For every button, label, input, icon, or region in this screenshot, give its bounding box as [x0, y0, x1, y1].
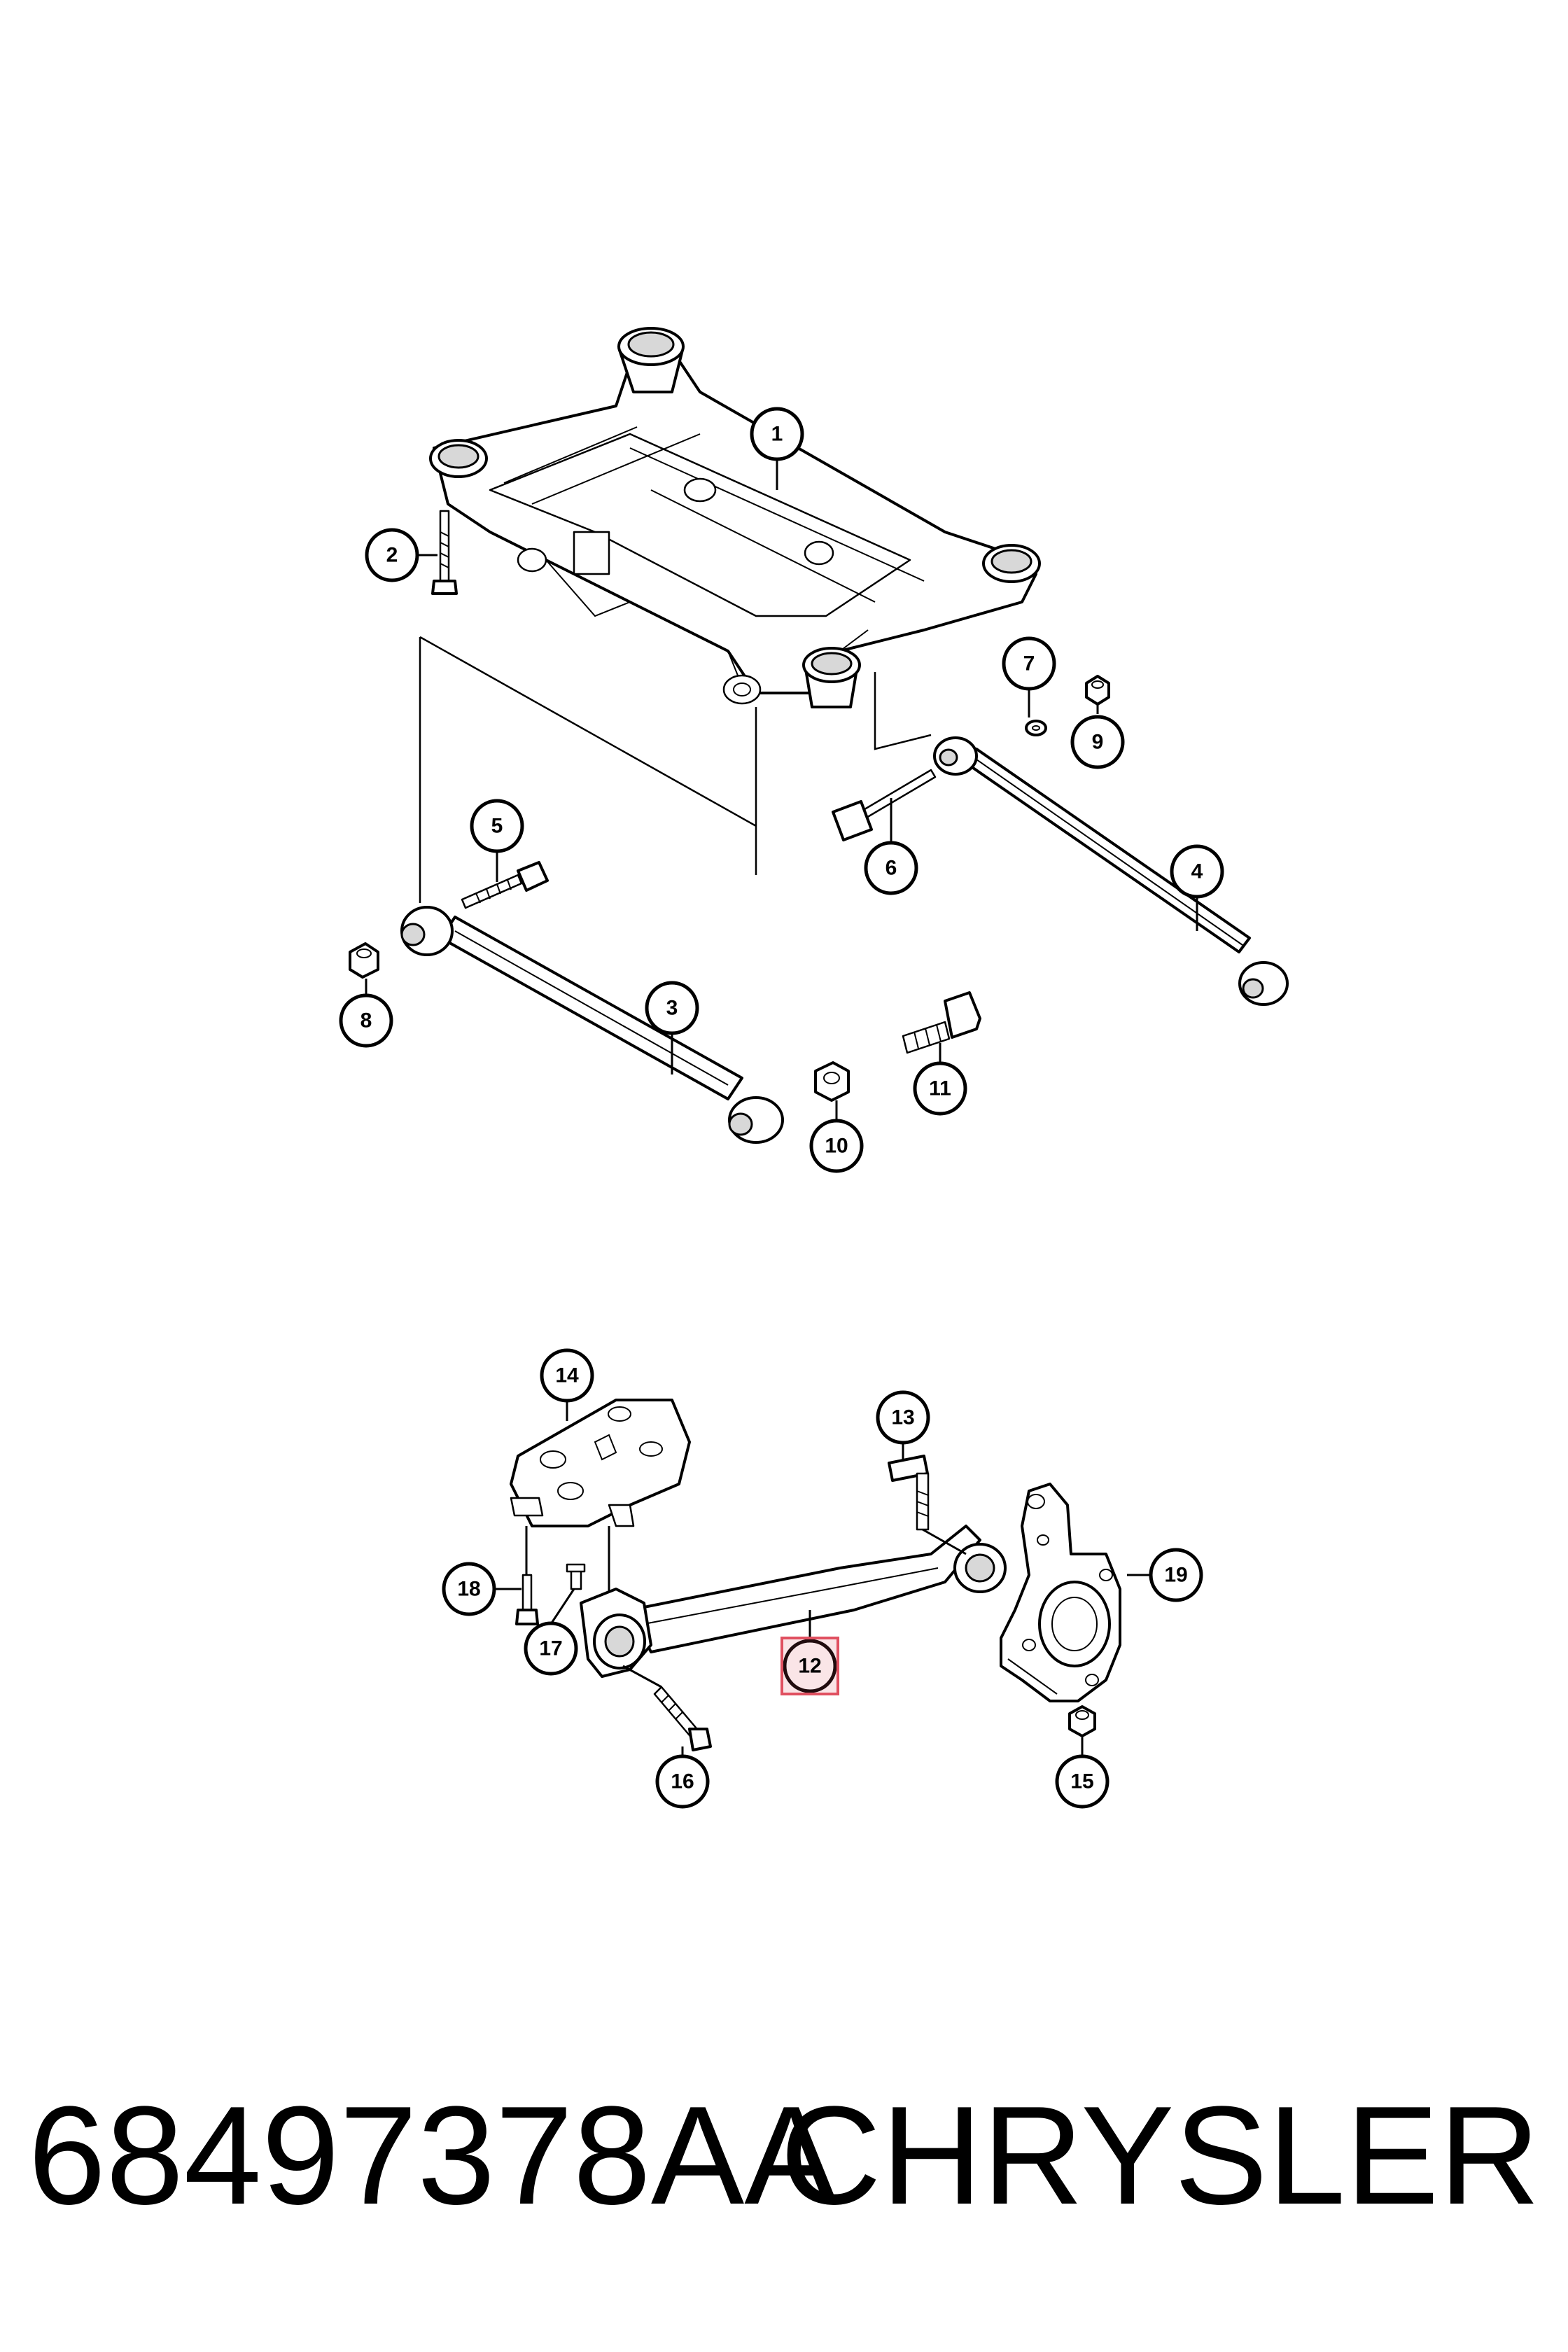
- part-number: 68497378AA: [28, 2078, 838, 2234]
- control-arm-12-drawing: [580, 1525, 1007, 1678]
- callout-9-label: 9: [1092, 731, 1104, 754]
- bolt-5-drawing: [461, 861, 549, 909]
- callout-12: 12: [780, 1637, 839, 1695]
- callout-9: 9: [1070, 715, 1125, 769]
- callout-5: 5: [470, 799, 524, 853]
- callout-7-label: 7: [1023, 652, 1035, 676]
- callout-19-label: 19: [1164, 1564, 1187, 1587]
- knuckle-19-drawing: [1000, 1483, 1121, 1702]
- callout-10: 10: [809, 1119, 864, 1173]
- bracket-14-drawing: [510, 1399, 691, 1527]
- crossmember-drawing: [429, 327, 1041, 708]
- callout-17: 17: [524, 1621, 578, 1676]
- callout-4: 4: [1170, 844, 1224, 899]
- callout-18-label: 18: [457, 1578, 480, 1601]
- bolt-16-guide: [622, 1665, 662, 1688]
- assembly-outline-left: [419, 636, 757, 903]
- control-arm-3-drawing: [400, 906, 784, 1144]
- callout-16-label: 16: [671, 1770, 694, 1793]
- callout-10-label: 10: [825, 1135, 848, 1158]
- control-arm-4-drawing: [933, 736, 1289, 1006]
- callout-5-label: 5: [491, 815, 503, 838]
- washer-10-drawing: [814, 1061, 850, 1102]
- bolt-17-drawing: [566, 1563, 586, 1590]
- callout-8: 8: [339, 993, 393, 1048]
- callout-14: 14: [540, 1348, 594, 1403]
- bolt-13-guide: [922, 1528, 967, 1555]
- callout-18: 18: [442, 1562, 496, 1616]
- callout-2: 2: [365, 528, 419, 582]
- bolt-2-drawing: [431, 510, 458, 595]
- callout-13-label: 13: [891, 1406, 914, 1429]
- callout-19: 19: [1149, 1548, 1203, 1602]
- callout-14-label: 14: [555, 1364, 579, 1387]
- callout-12-highlight: [780, 1637, 839, 1695]
- washer-7-drawing: [1025, 720, 1047, 736]
- callout-11-label: 11: [929, 1077, 951, 1100]
- callout-1: 1: [750, 407, 804, 461]
- bolt-11-drawing: [902, 991, 981, 1054]
- callout-11: 11: [913, 1061, 967, 1116]
- nut-9-drawing: [1085, 675, 1110, 706]
- callout-3: 3: [645, 981, 699, 1035]
- bolt-6-drawing: [832, 769, 937, 841]
- callout-8-label: 8: [360, 1009, 372, 1032]
- callout-15: 15: [1055, 1754, 1110, 1809]
- bolt-16-drawing: [653, 1686, 712, 1751]
- callout-4-label: 4: [1191, 860, 1203, 883]
- bolt-13-drawing: [888, 1455, 930, 1531]
- footer: 68497378AA CHRYSLER: [28, 2072, 1540, 2240]
- bolt-18-drawing: [515, 1574, 539, 1625]
- nut-15-drawing: [1068, 1705, 1096, 1737]
- callout-13: 13: [876, 1390, 930, 1445]
- callout-7: 7: [1002, 636, 1056, 691]
- callout-6-label: 6: [886, 857, 897, 880]
- callout-1-label: 1: [771, 423, 783, 446]
- callout-15-label: 15: [1070, 1770, 1093, 1793]
- callout-2-label: 2: [386, 544, 398, 567]
- callout-3-label: 3: [666, 997, 678, 1020]
- brand-name: CHRYSLER: [780, 2078, 1540, 2234]
- callout-17-label: 17: [539, 1637, 562, 1660]
- nut-8-drawing: [349, 942, 379, 979]
- callout-16: 16: [655, 1754, 710, 1809]
- assembly-outline-right: [874, 672, 932, 750]
- callout-6: 6: [864, 841, 918, 895]
- leader-lines: [365, 458, 1198, 1757]
- callout-12-label: 12: [798, 1655, 821, 1678]
